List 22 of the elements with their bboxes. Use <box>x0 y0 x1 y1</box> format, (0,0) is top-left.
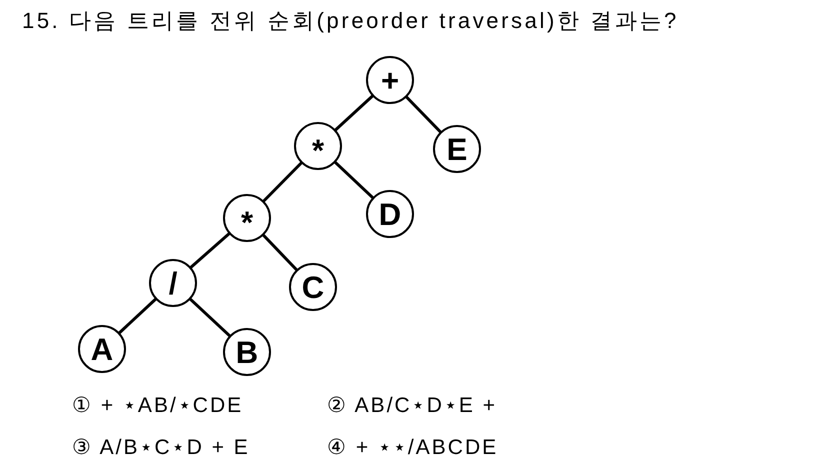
node-circle: B <box>223 328 271 376</box>
question-title: 15. 다음 트리를 전위 순회(preorder traversal)한 결과는? <box>22 8 679 34</box>
node-circle: E <box>433 125 481 173</box>
edge-line <box>188 298 232 338</box>
edge-line <box>262 161 303 203</box>
edge-line <box>189 232 231 269</box>
node-circle: A <box>78 325 126 373</box>
node-circle: / <box>149 259 197 307</box>
answer-choice: ② AB/C⋆D⋆E + <box>327 393 497 418</box>
answer-choice: ④ + ⋆⋆/ABCDE <box>327 435 498 460</box>
node-circle: * <box>223 194 271 242</box>
node-circle: + <box>366 56 414 104</box>
edge-line <box>334 160 374 200</box>
edge-line <box>334 94 374 132</box>
node-circle: C <box>289 263 337 311</box>
answer-choice: ① + ⋆AB/⋆CDE <box>72 393 244 418</box>
edge-line <box>262 234 298 272</box>
answer-choice: ③ A/B⋆C⋆D + E <box>72 435 250 460</box>
node-circle: D <box>366 190 414 238</box>
edge-line <box>404 95 442 134</box>
edge-line <box>118 298 158 334</box>
node-circle: * <box>294 122 342 170</box>
